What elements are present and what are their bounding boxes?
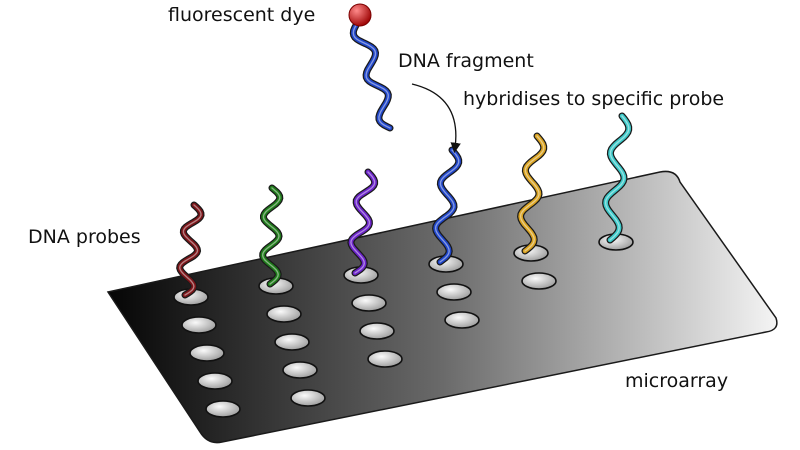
array-spot [274, 333, 310, 351]
hybridises-label: hybridises to specific probe [463, 88, 725, 110]
array-spot [189, 344, 225, 362]
dna-fragment-stroke [351, 19, 393, 131]
dna-probe-1 [176, 201, 205, 299]
array-spot [282, 361, 318, 379]
array-spot [290, 389, 326, 407]
array-spot [205, 400, 241, 418]
dna-probe-6-stroke [604, 115, 630, 241]
fluorescent-dye-icon [348, 3, 372, 27]
dna-probe-4-stroke [433, 147, 461, 265]
array-spot [359, 322, 395, 340]
dna-probe-5 [517, 132, 548, 255]
dna-probe-4-stroke [434, 149, 460, 263]
array-spot [197, 372, 233, 390]
array-spot [436, 283, 472, 301]
microarray-label: microarray [625, 370, 729, 392]
dna-probe-3-stroke [350, 171, 376, 274]
dna-probe-6 [602, 112, 633, 244]
spot-grid [173, 233, 634, 418]
hybridisation-arrow [411, 83, 461, 154]
array-spot [181, 316, 217, 334]
dna-probe-1-stroke [178, 204, 202, 296]
dna-probe-6-stroke [603, 113, 631, 243]
dna-probe-3-stroke [348, 169, 377, 276]
dna-probe-2-stroke [260, 185, 283, 287]
dna-fragment [349, 18, 394, 132]
microarray-plate [106, 170, 778, 444]
array-spot [367, 350, 403, 368]
dna-probe-4 [432, 146, 463, 266]
dna-probe-5-stroke [519, 135, 545, 252]
array-spot [444, 311, 480, 329]
dna-probe-1-stroke [177, 202, 204, 298]
dna-probes-label: DNA probes [28, 226, 141, 248]
fluorescent-dye-label: fluorescent dye [168, 4, 316, 26]
array-spot [351, 294, 387, 312]
array-spot [266, 305, 302, 323]
dna-fragment-label: DNA fragment [398, 50, 534, 72]
dna-probe-5-stroke [518, 133, 546, 254]
strand-layer [176, 18, 633, 299]
dna-probe-2-stroke [261, 187, 281, 285]
dna-fragment-stroke [352, 21, 391, 129]
array-spot [521, 272, 557, 290]
dna-probe-3 [347, 168, 379, 277]
dna-probe-2 [259, 184, 284, 288]
